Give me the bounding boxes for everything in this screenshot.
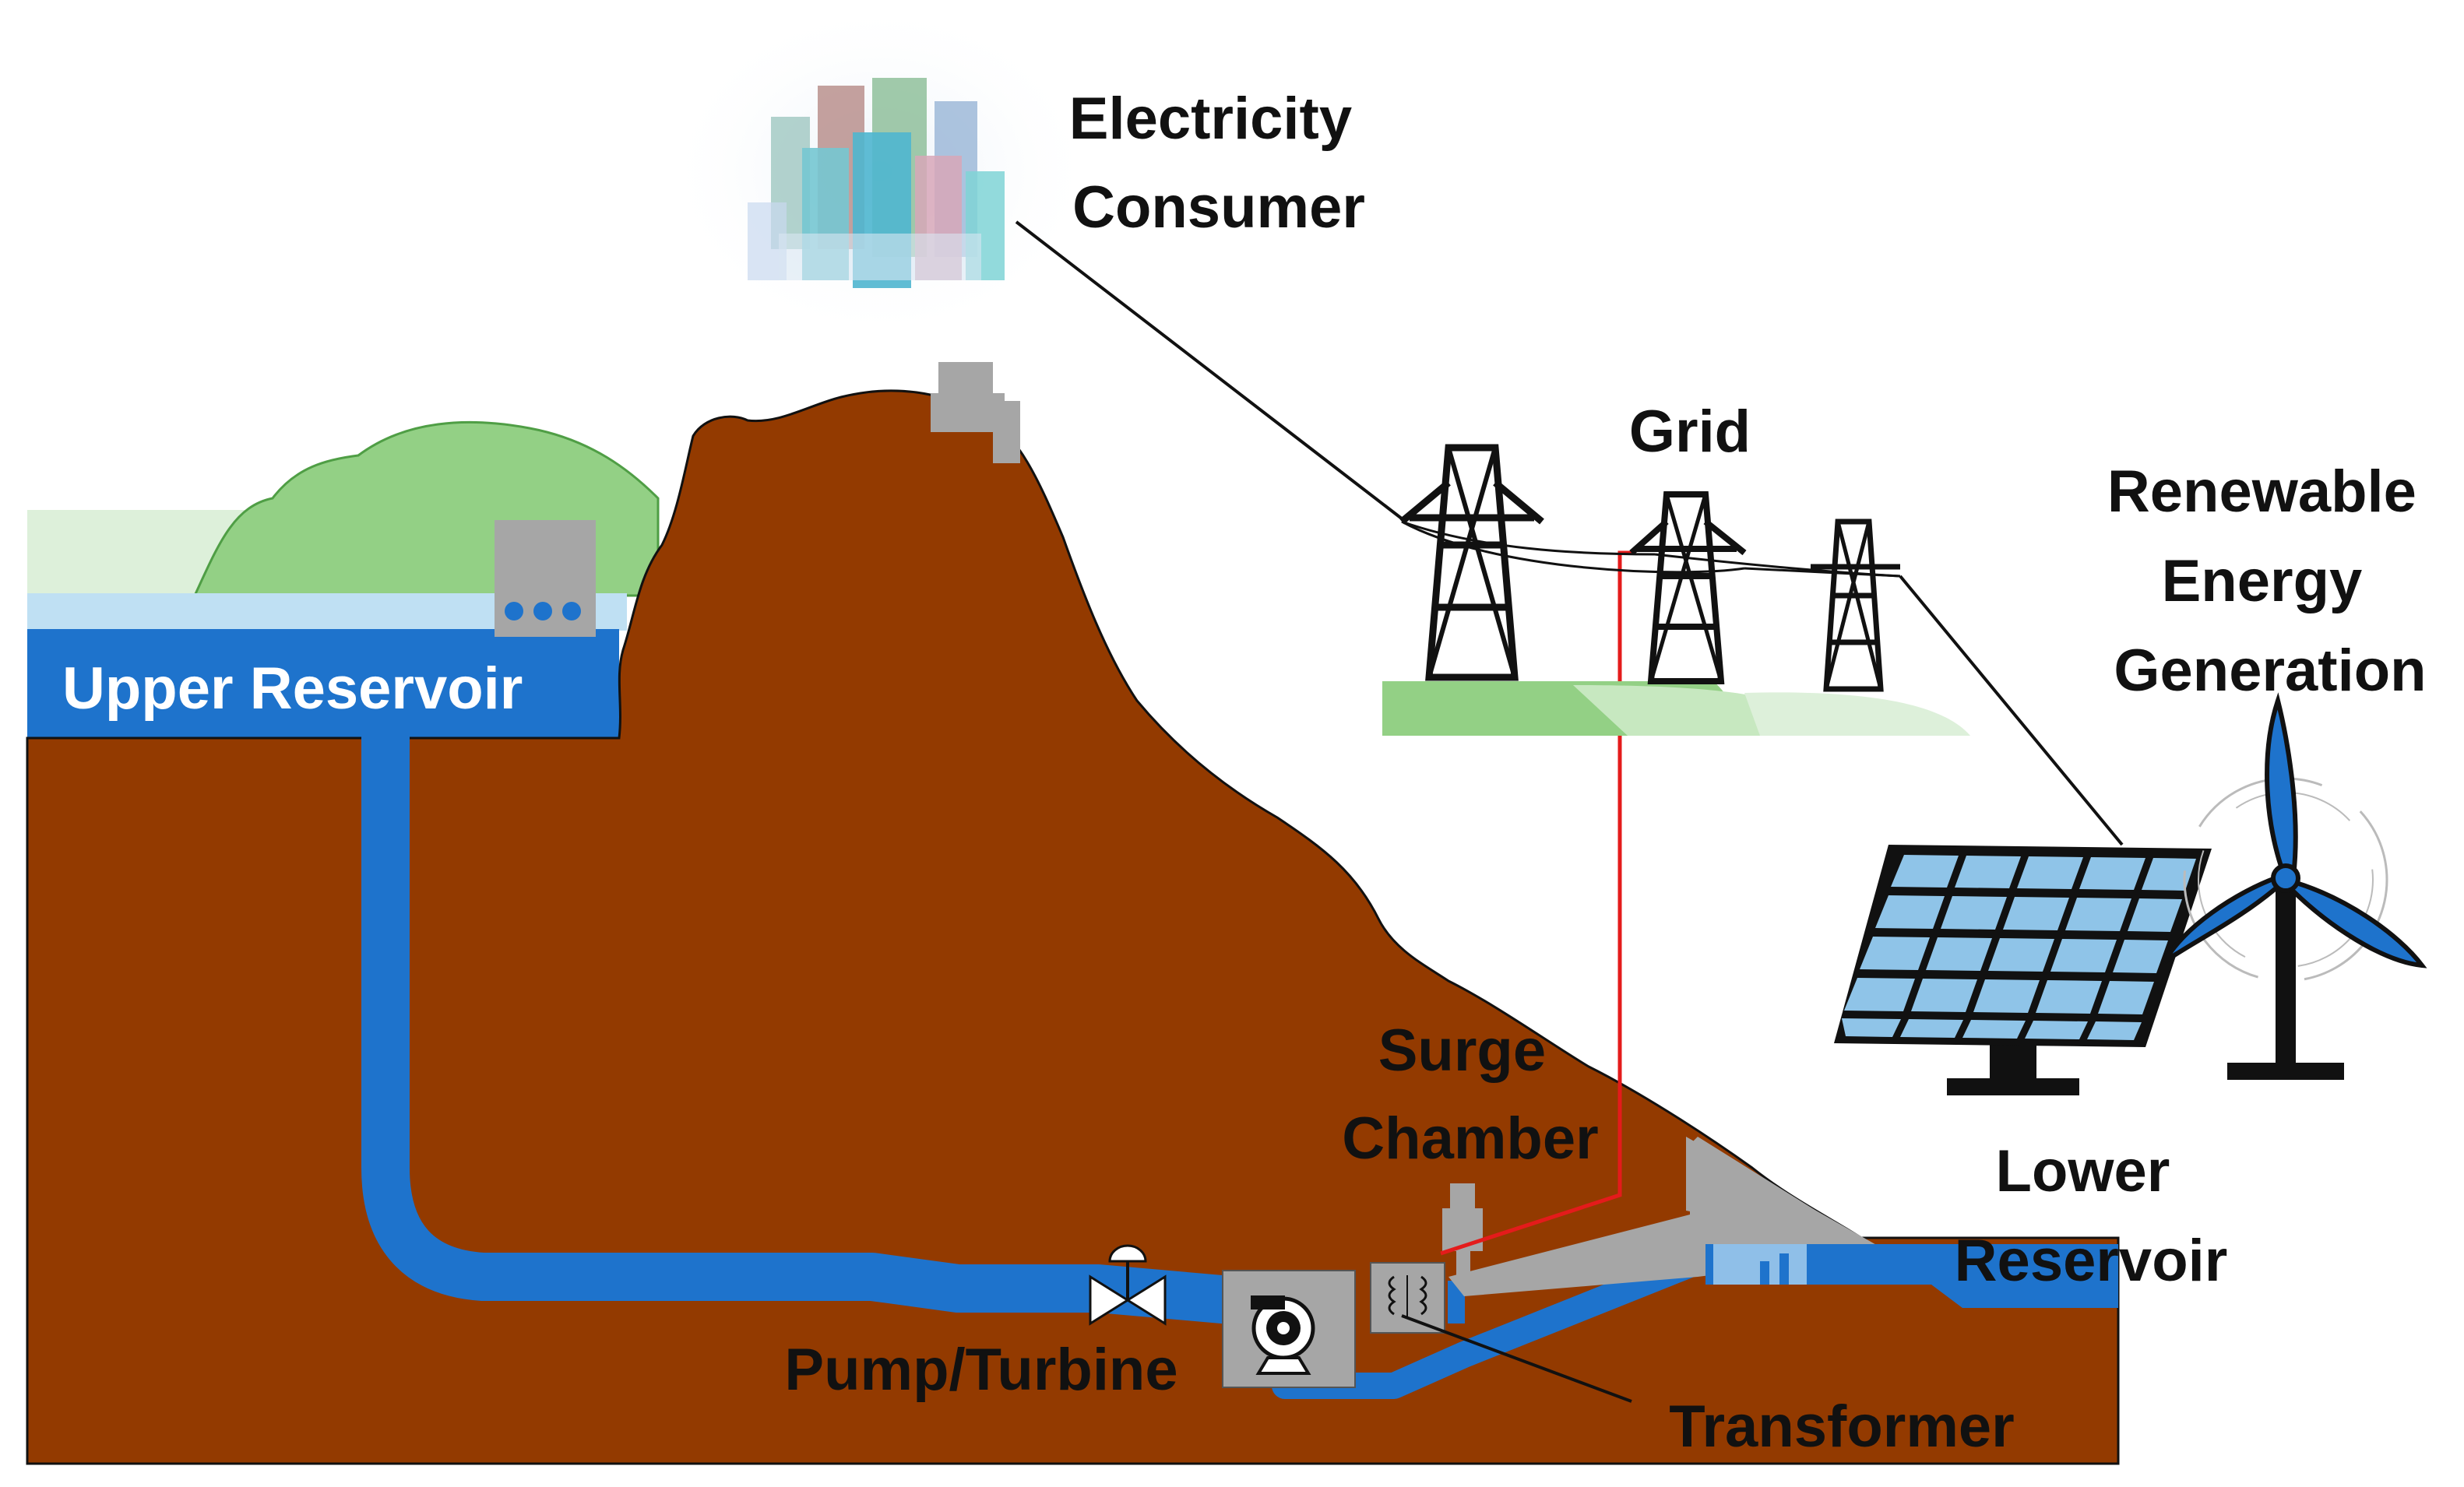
pump-turbine-label: Pump/Turbine xyxy=(784,1337,1177,1403)
transformer-coil-icon xyxy=(1388,1275,1427,1317)
surge-chamber-label: Surge Chamber xyxy=(1342,1018,1598,1172)
power-line xyxy=(1440,550,1635,1256)
solar-panel-icon xyxy=(1834,845,2212,1095)
surge-chamber-structure xyxy=(1442,1183,1483,1281)
renewable-energy-label: Renewable Energy Generation xyxy=(2107,459,2433,704)
shaft-chimney xyxy=(931,362,1020,463)
valve-icon xyxy=(1089,1244,1167,1326)
electricity-consumer-label: Electricity Consumer xyxy=(1069,86,1368,241)
pump-turbine-icon xyxy=(1251,1295,1315,1375)
portal-structure xyxy=(1686,1137,1885,1250)
transmission-tower-icon xyxy=(1629,491,1747,684)
grid-area xyxy=(1382,444,1970,736)
wind-turbine-icon xyxy=(2163,692,2427,1080)
transformer-label: Transformer xyxy=(1669,1394,2015,1460)
renewable-leader-line xyxy=(1899,575,2124,846)
lower-reservoir-label: Lower Reservoir xyxy=(1955,1138,2228,1294)
transformer-leader-line xyxy=(1401,1314,1632,1403)
consumer-leader-line xyxy=(1015,220,1407,523)
grid-label: Grid xyxy=(1629,399,1751,465)
upper-reservoir-label: Upper Reservoir xyxy=(62,656,523,722)
penstock-pipe xyxy=(361,736,1293,1324)
transmission-tower-icon xyxy=(1811,519,1900,692)
mountain-rock xyxy=(26,389,2120,1465)
transmission-tower-icon xyxy=(1399,444,1544,681)
lower-reservoir-area xyxy=(1705,1244,2118,1308)
city-skyline-icon xyxy=(662,0,1098,343)
upper-reservoir-water xyxy=(27,629,619,738)
upper-reservoir-area xyxy=(27,420,660,738)
powerhouse xyxy=(1222,1183,1483,1388)
